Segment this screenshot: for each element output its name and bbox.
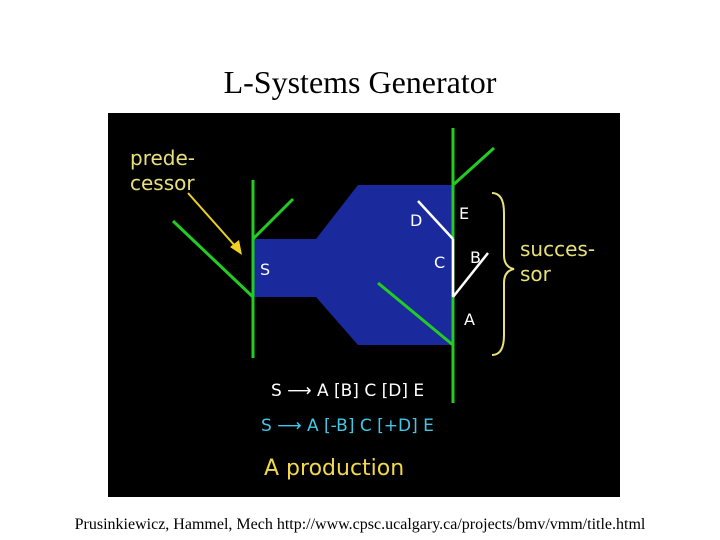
successor-label-line2: sor bbox=[520, 262, 552, 286]
slide-caption: Prusinkiewicz, Hammel, Mech http://www.c… bbox=[74, 516, 646, 533]
predecessor-label-line1: prede- bbox=[130, 146, 195, 170]
module-B-segment bbox=[452, 252, 489, 298]
production-heading: A production bbox=[264, 456, 404, 481]
production-rule-turtle: S ⟶ A [-B] C [+D] E bbox=[261, 416, 434, 436]
successor-bottom-branch-line bbox=[377, 281, 454, 347]
module-D-label: D bbox=[410, 211, 422, 230]
slide-title: L-Systems Generator bbox=[223, 64, 497, 100]
module-B-label: B bbox=[470, 248, 481, 267]
production-diagram-svg: prede- cessor succes- sor S D E C B A S … bbox=[130, 128, 595, 481]
successor-label-line1: succes- bbox=[520, 237, 595, 261]
predecessor-upper-branch-line bbox=[251, 197, 295, 241]
successor-top-branch-line bbox=[451, 146, 496, 187]
predecessor-label-line2: cessor bbox=[130, 171, 195, 195]
module-E-label: E bbox=[459, 204, 469, 223]
module-A-label: A bbox=[464, 310, 475, 329]
module-S-label: S bbox=[260, 260, 270, 279]
successor-bracket-icon bbox=[491, 192, 515, 356]
module-D-segment bbox=[417, 200, 454, 240]
predecessor-lower-branch-line bbox=[171, 219, 255, 299]
module-C-label: C bbox=[434, 253, 445, 272]
production-diagram: prede- cessor succes- sor S D E C B A S … bbox=[108, 113, 620, 497]
production-rule-plain: S ⟶ A [B] C [D] E bbox=[271, 381, 424, 401]
predecessor-arrow-line bbox=[187, 192, 237, 248]
predecessor-arrow-head-icon bbox=[230, 240, 242, 255]
